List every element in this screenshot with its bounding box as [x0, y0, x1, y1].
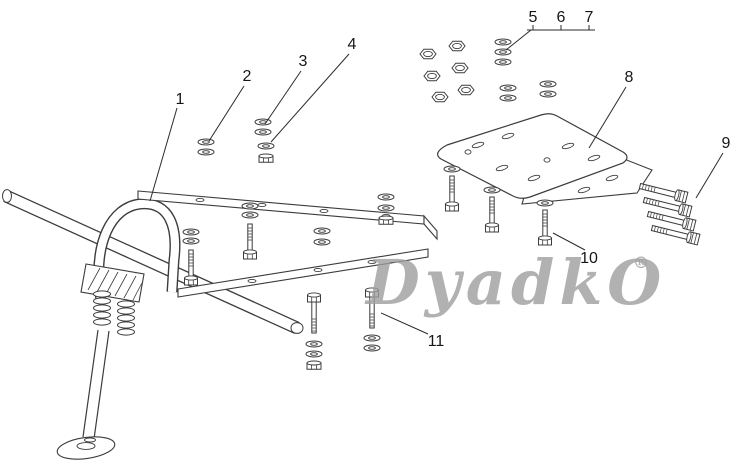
- hex-nut: [258, 153, 274, 163]
- washer: [377, 193, 395, 201]
- leader-lines: [149, 25, 724, 335]
- watermark-text: DyadkO: [364, 246, 666, 319]
- lower-frame-bar: [177, 248, 429, 298]
- washer: [539, 90, 557, 98]
- leader-brace-5-6-7: [505, 25, 595, 51]
- hardware-cluster: [419, 38, 557, 103]
- bolt-hole: [319, 208, 329, 214]
- bolt: [243, 223, 257, 260]
- callout-11: 11: [428, 333, 445, 350]
- hex-nut: [423, 70, 441, 82]
- washer: [539, 80, 557, 88]
- hex-nut: [378, 215, 394, 225]
- bolt-hole: [257, 202, 267, 208]
- washer: [197, 138, 215, 146]
- leader-line-8: [588, 86, 627, 149]
- mounting-bracket: [80, 263, 145, 303]
- leader-line-2: [208, 85, 245, 142]
- callout-5: 5: [529, 9, 538, 26]
- washer: [305, 350, 323, 358]
- washer: [363, 334, 381, 342]
- bolt-hole: [195, 197, 205, 203]
- washer: [241, 202, 259, 210]
- hex-nut: [431, 91, 449, 103]
- bolt-hole: [464, 149, 472, 155]
- leader-line-4: [270, 53, 350, 143]
- callout-6: 6: [557, 9, 566, 26]
- callout-3: 3: [299, 53, 308, 70]
- washer: [313, 238, 331, 246]
- callout-7: 7: [585, 9, 594, 26]
- callout-4: 4: [348, 36, 357, 53]
- washer: [483, 186, 501, 194]
- washer: [257, 142, 275, 150]
- leader-line-9: [695, 152, 724, 199]
- upper-frame-bar: [137, 190, 438, 241]
- washer: [305, 340, 323, 348]
- washer: [494, 58, 512, 66]
- bolt: [307, 292, 321, 334]
- washer: [182, 237, 200, 245]
- support-foot: [56, 436, 116, 460]
- fastener-bolts-9: [638, 180, 701, 246]
- washer: [313, 227, 331, 235]
- bolt-hole: [313, 267, 323, 273]
- hex-nut: [448, 40, 466, 52]
- support-leg: [82, 329, 110, 440]
- leader-line-3: [264, 70, 302, 125]
- washer: [536, 199, 554, 207]
- washer: [494, 38, 512, 46]
- bolt: [538, 209, 552, 246]
- washer: [494, 48, 512, 56]
- registered-mark: ®: [633, 253, 649, 272]
- callout-8: 8: [625, 69, 634, 86]
- hex-nut: [451, 62, 469, 74]
- bolt-hole: [247, 278, 257, 284]
- callout-2: 2: [243, 68, 252, 85]
- hex-nut: [419, 48, 437, 60]
- washer: [377, 204, 395, 212]
- washer: [241, 211, 259, 219]
- leader-line-10: [552, 232, 586, 251]
- bolt: [485, 196, 499, 233]
- shock-spring: [93, 290, 111, 326]
- tow-coupling-loop: [93, 198, 181, 301]
- bolt: [445, 175, 459, 212]
- washer: [254, 128, 272, 136]
- support-stand: [56, 263, 145, 460]
- callout-numbers: 1 2 3 4 5 6 7 8 9 10 11: [176, 9, 731, 350]
- drawbar-tube: [2, 189, 304, 334]
- leader-line-11: [380, 312, 429, 335]
- leader-line-1: [149, 107, 178, 202]
- washer: [499, 84, 517, 92]
- hex-nut: [457, 84, 475, 96]
- callout-1: 1: [176, 91, 185, 108]
- shock-spring: [117, 300, 135, 336]
- washer: [182, 228, 200, 236]
- callout-10: 10: [580, 250, 598, 267]
- bolt: [184, 249, 198, 286]
- mounting-plate: [437, 113, 628, 199]
- washer: [499, 94, 517, 102]
- hex-nut: [306, 360, 322, 370]
- washer: [363, 344, 381, 352]
- watermark: DyadkO ®: [364, 246, 666, 319]
- bolt-hole: [543, 157, 551, 163]
- washer: [197, 148, 215, 156]
- washer: [443, 165, 461, 173]
- washer: [254, 118, 272, 126]
- callout-9: 9: [722, 135, 731, 152]
